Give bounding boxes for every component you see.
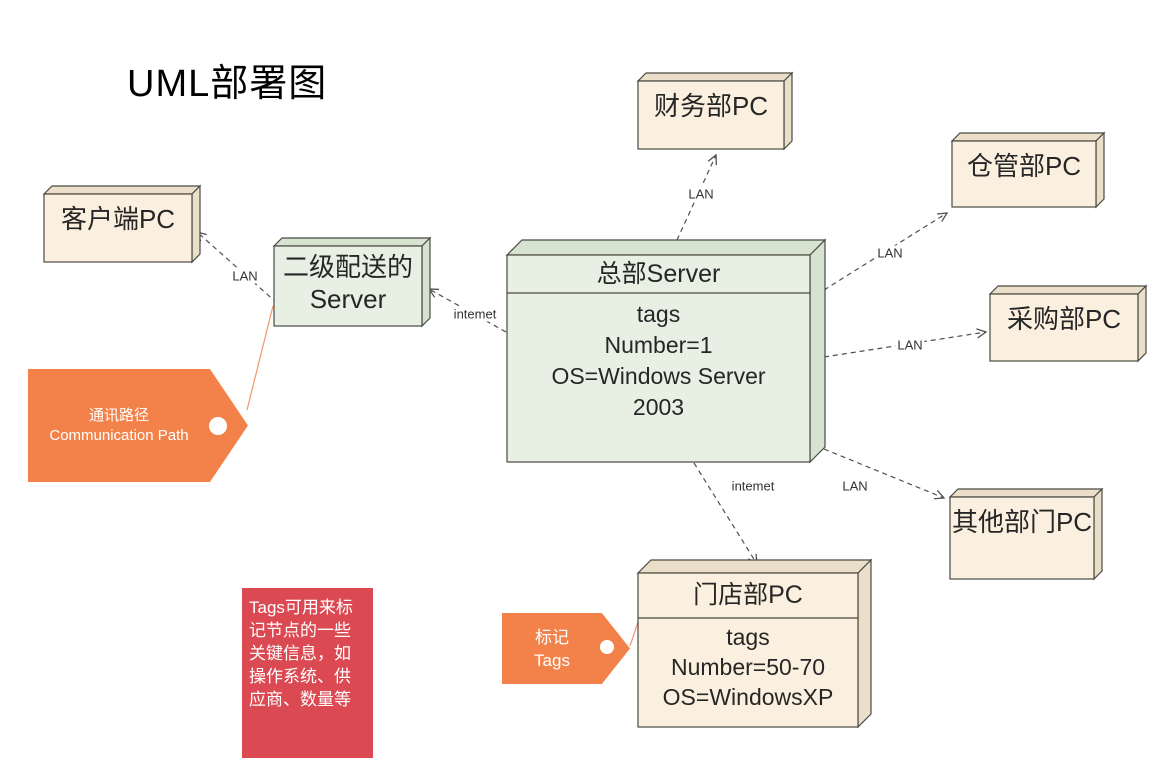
node-shape-finance-pc — [636, 71, 794, 151]
node-shape-store-pc — [636, 558, 873, 729]
diagram-title: UML部署图 — [127, 63, 328, 105]
node-shape-client-pc — [42, 184, 202, 264]
node-title-hq-server: 总部Server — [596, 260, 721, 288]
tag-hole — [600, 640, 614, 654]
node-label-secondary-server: 二级配送的 Server — [282, 252, 413, 314]
edge-label-internet-secondary: intemet — [451, 306, 499, 322]
node-label-other-dept-pc: 其他部门PC — [951, 507, 1093, 537]
node-tags-store-pc: tags Number=50-70 OS=WindowsXP — [662, 624, 834, 710]
edge-label-lan-other: LAN — [840, 478, 870, 494]
callout-tags-marker-text: 标记 Tags — [534, 627, 570, 670]
node-title-store-pc: 门店部PC — [693, 581, 803, 609]
tag-hole — [209, 417, 227, 435]
edge-label-lan-client: LAN — [230, 268, 260, 284]
node-tags-hq-server: tags Number=1 OS=Windows Server 2003 — [551, 301, 766, 420]
node-shape-secondary-server — [272, 236, 432, 328]
node-label-client-pc: 客户端PC — [60, 204, 176, 234]
callout-tags-marker: 标记 Tags — [502, 613, 630, 684]
node-shape-purchasing-pc — [988, 284, 1148, 363]
leader-communication-path — [246, 305, 274, 411]
callout-communication-path-text: 通讯路径 Communication Path — [49, 406, 189, 444]
edge-label-lan-finance: LAN — [686, 186, 716, 202]
node-shape-other-dept-pc — [948, 487, 1104, 581]
edge-lan-other — [823, 448, 946, 500]
edge-label-internet-store: intemet — [729, 478, 777, 494]
edge-internet-store — [693, 462, 758, 566]
edge-label-lan-warehouse: LAN — [875, 245, 905, 261]
node-label-finance-pc: 财务部PC — [653, 91, 769, 121]
note-tags-description: Tags可用来标记节点的一些关键信息，如操作系统、供应商、数量等 — [242, 588, 373, 758]
node-label-warehouse-pc: 仓管部PC — [966, 151, 1082, 181]
callout-communication-path: 通讯路径 Communication Path — [28, 369, 248, 482]
edge-lan-client — [195, 231, 278, 304]
edge-label-lan-purchasing: LAN — [895, 337, 925, 353]
node-shape-warehouse-pc — [950, 131, 1106, 209]
node-shape-hq-server — [505, 238, 827, 464]
node-label-purchasing-pc: 采购部PC — [1006, 304, 1122, 334]
edge-internet-secondary — [427, 288, 507, 333]
